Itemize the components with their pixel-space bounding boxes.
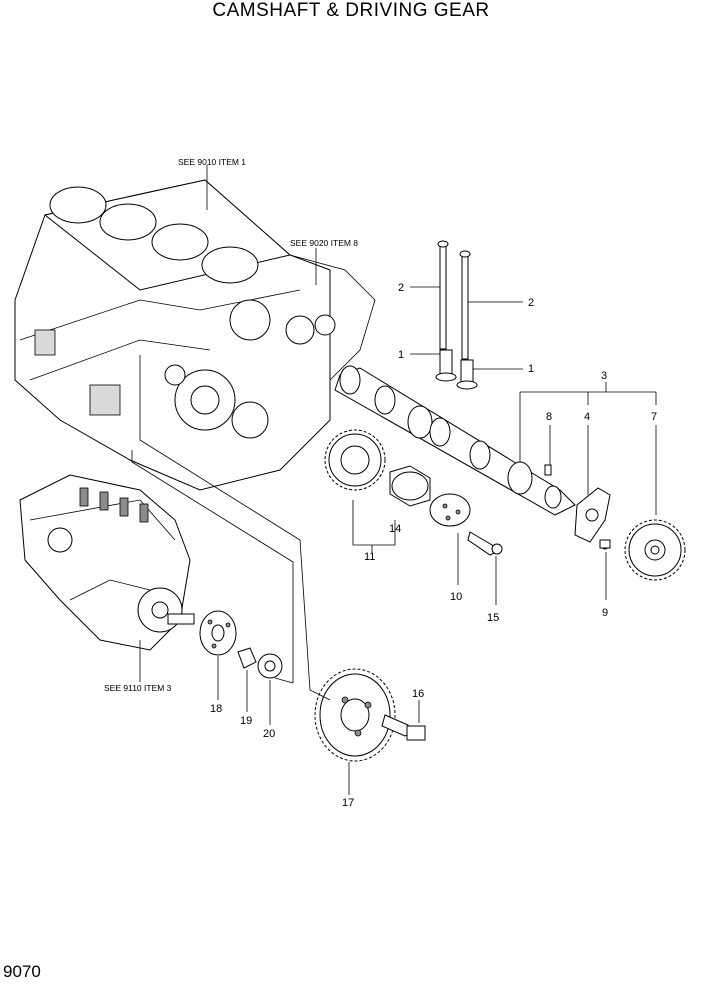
- callout-3: 3: [601, 370, 607, 382]
- callout-15: 15: [487, 612, 499, 624]
- callout-11: 11: [364, 551, 375, 563]
- diagram-title: CAMSHAFT & DRIVING GEAR: [212, 0, 490, 21]
- callout-14: 14: [389, 523, 401, 535]
- callout-8: 8: [546, 411, 552, 423]
- thrust-plate-and-cam-gear: [574, 487, 686, 581]
- callout-18: 18: [210, 703, 222, 715]
- engine-block-illustration: [14, 179, 376, 491]
- camshaft: [334, 365, 576, 516]
- pump-drive-gear: [314, 668, 426, 762]
- ref-note-9010[interactable]: SEE 9010 ITEM 1: [178, 157, 246, 167]
- callout-4: 4: [584, 411, 590, 423]
- pump-coupling-parts: [199, 610, 283, 679]
- callout-1-left: 1: [398, 349, 404, 361]
- page-number: 9070: [3, 962, 41, 981]
- callout-2-right: 2: [528, 297, 534, 309]
- injection-pump-illustration: [19, 474, 195, 651]
- pushrods-and-tappets: [435, 240, 478, 390]
- leader-lines: [131, 165, 657, 795]
- callout-19: 19: [240, 715, 252, 727]
- callout-9: 9: [602, 607, 608, 619]
- callout-20: 20: [263, 728, 275, 740]
- callout-17: 17: [342, 797, 354, 809]
- callout-16: 16: [412, 688, 424, 700]
- callout-7: 7: [651, 411, 657, 423]
- idle-gear-assembly: [324, 429, 503, 556]
- callout-10: 10: [450, 591, 462, 603]
- callout-2-left: 2: [398, 282, 404, 294]
- ref-note-9110[interactable]: SEE 9110 ITEM 3: [104, 683, 172, 693]
- callout-1-right: 1: [528, 363, 534, 375]
- ref-note-9020[interactable]: SEE 9020 ITEM 8: [290, 238, 358, 248]
